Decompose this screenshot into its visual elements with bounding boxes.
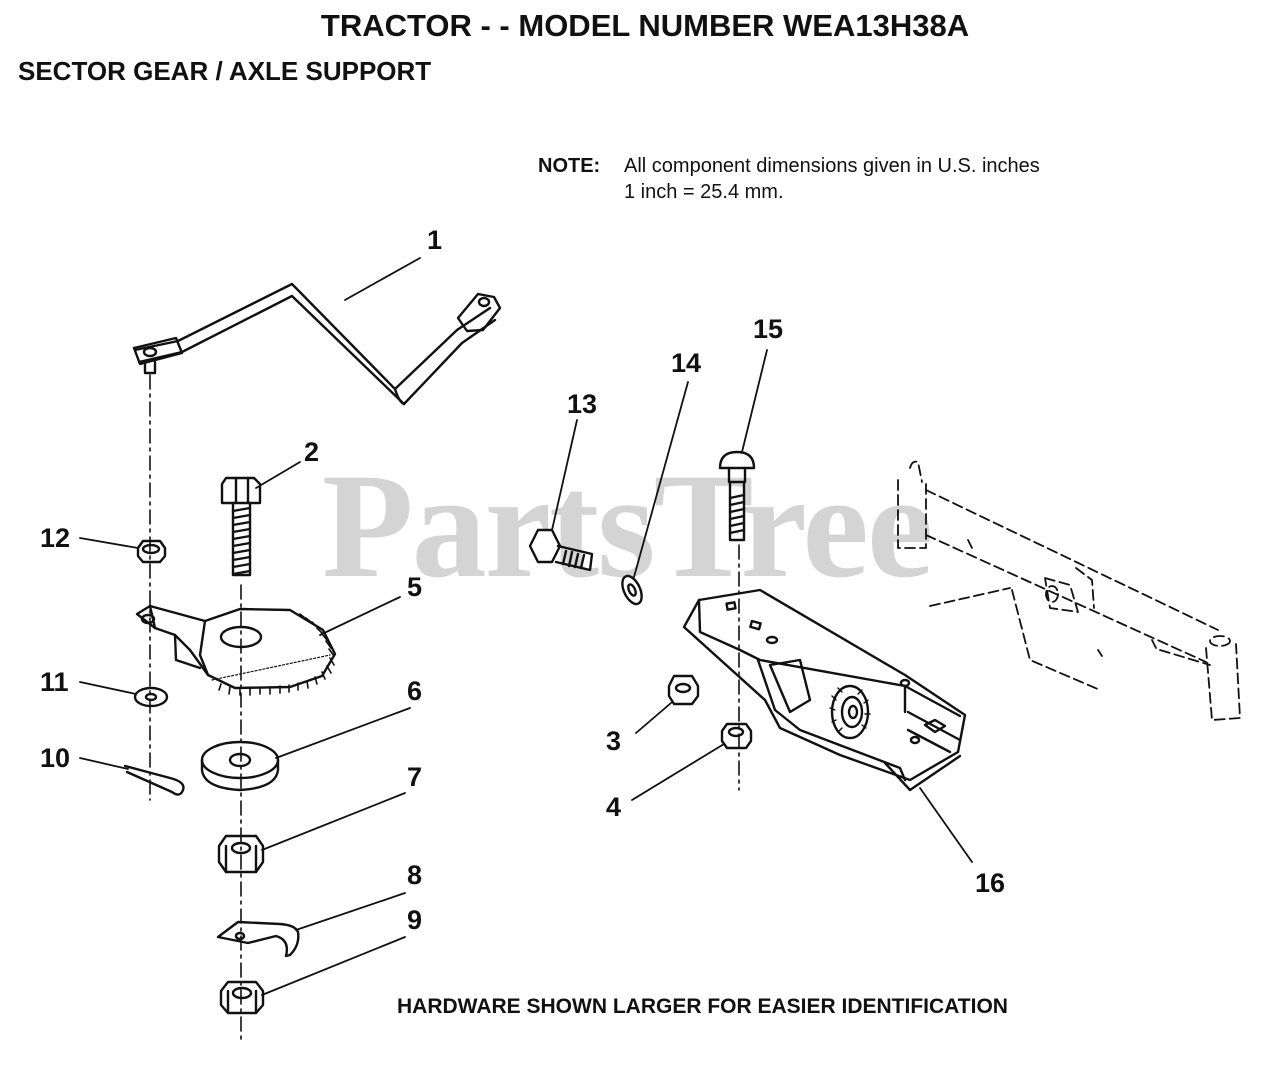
callout-3: 3 [606,726,622,756]
callout-2: 2 [304,437,320,467]
callout-13: 13 [567,389,598,419]
note-line-2: 1 inch = 25.4 mm. [624,181,784,203]
footer-note: HARDWARE SHOWN LARGER FOR EASIER IDENTIF… [397,995,1008,1018]
part-8-clip[interactable] [216,920,300,958]
callout-7: 7 [407,762,423,792]
callout-5: 5 [407,572,423,602]
center-lines [149,374,740,1041]
part-1-drag-link[interactable] [132,282,502,406]
phantom-axle-frame [897,460,1241,721]
callout-11: 11 [40,667,69,697]
part-15-carriage-bolt[interactable] [718,450,756,542]
callout-15: 15 [753,314,784,344]
callout-1: 1 [427,225,443,255]
part-4-nut[interactable] [720,722,753,750]
part-16-axle-support[interactable] [682,588,967,792]
part-13-bolt[interactable] [528,528,594,572]
part-14-washer[interactable] [618,573,645,607]
part-11-washer[interactable] [133,686,169,708]
part-12-nut[interactable] [136,539,167,564]
callout-12: 12 [40,523,71,553]
leader-lines [79,257,973,996]
callout-14: 14 [671,348,702,378]
part-7-hex-nut[interactable] [217,834,265,874]
callout-6: 6 [407,676,423,706]
watermark: PartsTree [322,443,933,609]
callout-4: 4 [606,792,622,822]
callout-8: 8 [407,860,423,890]
page-subtitle: SECTOR GEAR / AXLE SUPPORT [18,56,432,86]
part-3-nut[interactable] [667,674,700,706]
part-2-bolt[interactable] [220,476,262,577]
part-9-hex-nut[interactable] [219,980,265,1015]
callout-16: 16 [975,868,1006,898]
callout-10: 10 [40,743,71,773]
note-label: NOTE: [538,155,601,177]
callout-9: 9 [407,905,423,935]
page-title: TRACTOR - - MODEL NUMBER WEA13H38A [320,8,970,43]
part-10-cotter-pin[interactable] [123,764,185,796]
part-5-sector-gear[interactable] [135,604,337,696]
note-line-1: All component dimensions given in U.S. i… [624,155,1040,177]
part-6-washer[interactable] [200,740,280,792]
